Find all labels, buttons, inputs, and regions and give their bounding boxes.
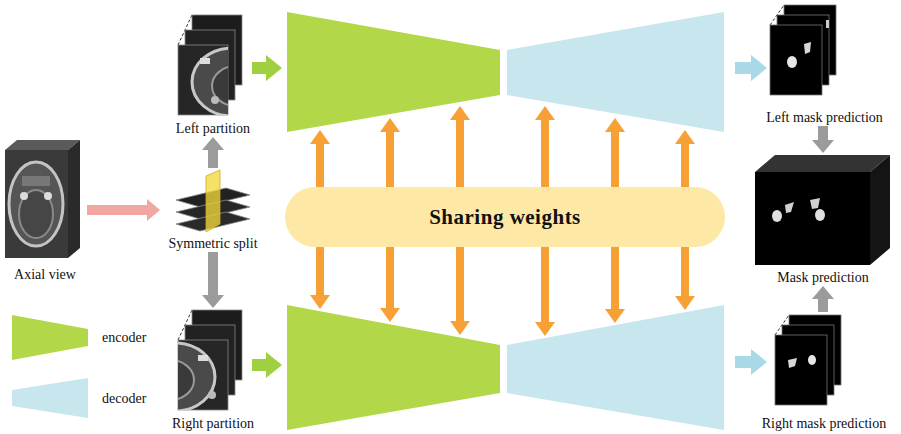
image-node: Right partition	[163, 308, 263, 432]
ct-slices	[135, 310, 242, 411]
flow-arrow	[87, 199, 160, 221]
flow-arrow	[202, 137, 224, 168]
caption: Left partition	[176, 120, 250, 137]
legend-swatch	[12, 315, 88, 360]
band-label: Sharing weights	[429, 205, 581, 230]
encoder-shape	[287, 12, 500, 132]
flow-arrow	[202, 252, 224, 308]
flow-arrow	[812, 126, 834, 153]
caption: Mask prediction	[777, 269, 868, 286]
legend-swatch-shape	[12, 378, 88, 418]
ct-slices	[178, 15, 272, 116]
image-node: Left partition	[163, 12, 263, 137]
mask-volume	[755, 155, 890, 265]
legend-swatch	[12, 378, 88, 418]
flow-arrow	[812, 286, 834, 312]
caption: Symmetric split	[168, 235, 257, 252]
sharing-band: Sharing weights	[285, 187, 725, 247]
image-node: Right mask prediction	[750, 312, 898, 432]
caption: Left mask prediction	[766, 109, 883, 126]
output-arrow	[735, 55, 767, 81]
legend-label: decoder	[102, 390, 146, 407]
caption: Right mask prediction	[762, 415, 886, 432]
caption: Axial view	[14, 266, 76, 283]
split-illustration	[176, 170, 250, 232]
output-arrow	[735, 349, 767, 375]
legend-swatch-shape	[12, 315, 88, 360]
caption: Right partition	[172, 415, 254, 432]
image-node: Mask prediction	[753, 153, 893, 286]
encoder-shape	[287, 305, 500, 430]
image-node: Symmetric split	[160, 168, 266, 252]
image-node: Axial view	[3, 138, 87, 283]
mask-slices	[775, 315, 841, 405]
input-arrow	[252, 55, 282, 81]
mask-slices	[770, 5, 836, 95]
input-arrow	[252, 352, 282, 378]
image-node: Left mask prediction	[752, 3, 897, 126]
legend-label: encoder	[102, 329, 146, 346]
ct-volume	[5, 140, 80, 258]
